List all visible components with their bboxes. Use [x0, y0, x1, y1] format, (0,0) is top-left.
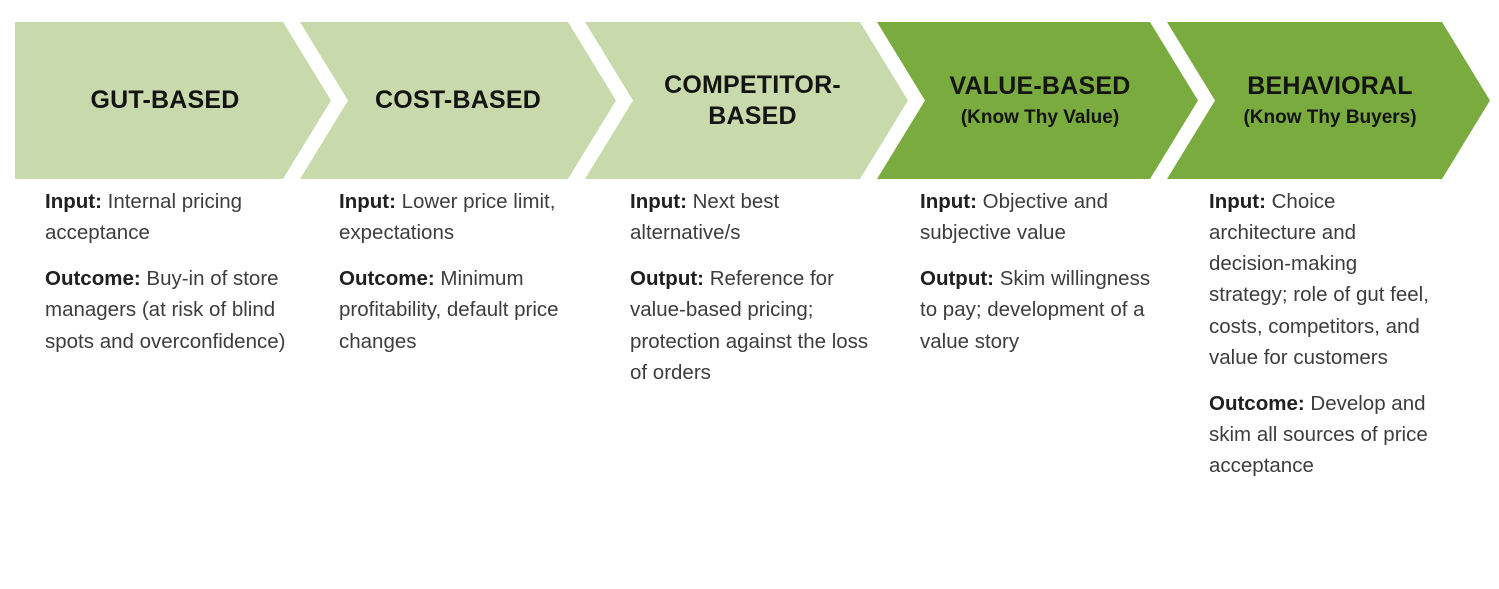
- stage-1-input-text: Internal pricing acceptance: [45, 190, 243, 245]
- stage-detail-column-5: Input: Choice architecture and decision-…: [1209, 186, 1439, 481]
- chevron-shape-2[interactable]: [300, 22, 616, 179]
- chevron-shape-3[interactable]: [585, 22, 908, 179]
- stage-3-output-entry: Output: Reference for value-based pricin…: [630, 263, 873, 388]
- stage-2-outcome-label: Outcome:: [339, 267, 435, 291]
- stage-2-input-entry: Input: Lower price limit, expectations: [339, 186, 587, 248]
- stage-3-output-label: Output:: [630, 267, 704, 291]
- stage-3-output-text: Reference for value-based pricing; prote…: [630, 267, 869, 384]
- stage-detail-column-1: Input: Internal pricing acceptance Outco…: [45, 186, 295, 357]
- stage-2-input-text: Lower price limit, expectations: [339, 190, 556, 245]
- stage-5-input-label: Input:: [1209, 190, 1266, 213]
- stage-2-outcome-text: Minimum profitability, default price cha…: [339, 267, 559, 353]
- chevron-shapes: [15, 22, 1490, 179]
- chevron-shape-1[interactable]: [15, 22, 331, 179]
- stage-4-output-entry: Output: Skim willingness to pay; develop…: [920, 263, 1157, 356]
- stage-1-outcome-label: Outcome:: [45, 267, 141, 291]
- chevron-shape-4[interactable]: [877, 22, 1198, 179]
- stage-detail-column-2: Input: Lower price limit, expectations O…: [339, 186, 587, 357]
- stage-4-input-label: Input:: [920, 190, 977, 213]
- stage-5-outcome-label: Outcome:: [1209, 391, 1305, 415]
- stage-4-output-label: Output:: [920, 267, 994, 291]
- stage-4-output-text: Skim willingness to pay; development of …: [920, 267, 1151, 353]
- stage-2-input-label: Input:: [339, 190, 396, 213]
- chevron-shape-5[interactable]: [1167, 22, 1490, 179]
- stage-5-input-text: Choice architecture and decision-making …: [1209, 190, 1429, 369]
- stage-5-input-entry: Input: Choice architecture and decision-…: [1209, 186, 1439, 373]
- stage-1-input-entry: Input: Internal pricing acceptance: [45, 186, 295, 248]
- chevron-band: GUT-BASED COST-BASED COMPETITOR-BASED VA…: [0, 22, 1499, 179]
- stage-3-input-label: Input:: [630, 190, 687, 213]
- stage-3-input-text: Next best alternative/s: [630, 190, 780, 245]
- stage-detail-columns: Input: Internal pricing acceptance Outco…: [0, 186, 1499, 589]
- stage-1-outcome-entry: Outcome: Buy-in of store managers (at ri…: [45, 263, 295, 356]
- stage-4-input-text: Objective and subjective value: [920, 190, 1108, 245]
- stage-2-outcome-entry: Outcome: Minimum profitability, default …: [339, 263, 587, 356]
- stage-3-input-entry: Input: Next best alternative/s: [630, 186, 873, 248]
- stage-4-input-entry: Input: Objective and subjective value: [920, 186, 1157, 248]
- stage-5-outcome-entry: Outcome: Develop and skim all sources of…: [1209, 388, 1439, 481]
- stage-detail-column-3: Input: Next best alternative/s Output: R…: [630, 186, 873, 388]
- stage-5-outcome-text: Develop and skim all sources of price ac…: [1209, 391, 1428, 478]
- stage-1-outcome-text: Buy-in of store managers (at risk of bli…: [45, 267, 286, 353]
- stage-1-input-label: Input:: [45, 190, 102, 213]
- stage-detail-column-4: Input: Objective and subjective value Ou…: [920, 186, 1157, 357]
